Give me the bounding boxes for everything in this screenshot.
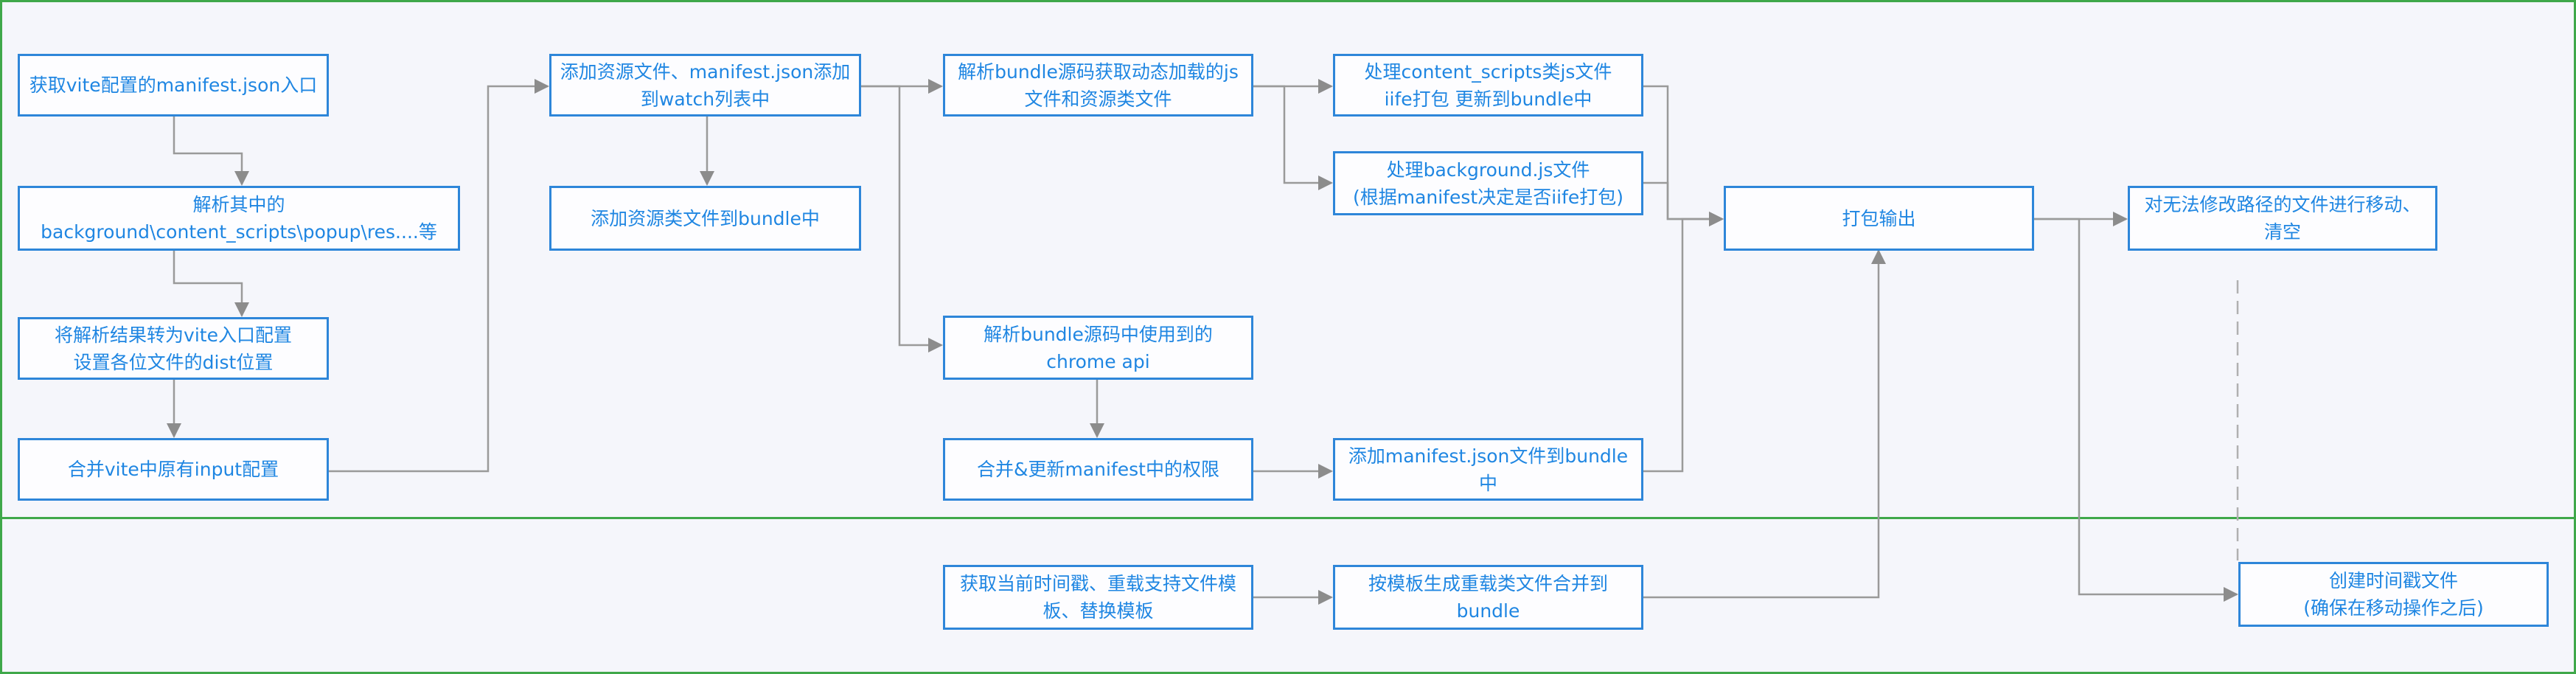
edge-background-to-pack — [1643, 181, 1724, 226]
node-parse-entries: 解析其中的 background\content_scripts\popup\r… — [18, 186, 460, 251]
edge-content-scripts-to-pack — [1643, 85, 1724, 226]
node-background: 处理background.js文件 (根据manifest决定是否iife打包) — [1333, 151, 1643, 215]
node-merge-input: 合并vite中原有input配置 — [18, 438, 329, 501]
edge-pack-to-create-timestamp — [2034, 218, 2238, 602]
edge-parse-entries-to-vite-input — [173, 251, 249, 317]
edge-gen-reload-to-pack — [1643, 249, 1886, 599]
edge-parse-dynamic-to-background — [1253, 85, 1333, 190]
swimlane-reload — [0, 517, 2576, 674]
node-add-watch: 添加资源文件、manifest.json添加 到watch列表中 — [549, 54, 861, 117]
node-get-manifest: 获取vite配置的manifest.json入口 — [18, 54, 329, 117]
node-parse-chrome-api: 解析bundle源码中使用到的 chrome api — [943, 316, 1253, 380]
node-create-timestamp: 创建时间戳文件 (确保在移动操作之后) — [2238, 562, 2549, 627]
node-add-manifest: 添加manifest.json文件到bundle中 — [1333, 438, 1643, 501]
node-vite-input-config: 将解析结果转为vite入口配置 设置各位文件的dist位置 — [18, 317, 329, 380]
node-get-timestamp: 获取当前时间戳、重载支持文件模 板、替换模板 — [943, 565, 1253, 630]
node-merge-permissions: 合并&更新manifest中的权限 — [943, 438, 1253, 501]
node-move-files: 对无法修改路径的文件进行移动、 清空 — [2128, 186, 2437, 251]
edge-merge-input-to-add-watch — [329, 79, 549, 473]
edge-get-manifest-to-parse-entries — [173, 117, 249, 186]
node-parse-dynamic: 解析bundle源码获取动态加载的js 文件和资源类文件 — [943, 54, 1253, 117]
node-add-res-bundle: 添加资源类文件到bundle中 — [549, 186, 861, 251]
node-gen-reload: 按模板生成重载类文件合并到 bundle — [1333, 565, 1643, 630]
node-content-scripts: 处理content_scripts类js文件 iife打包 更新到bundle中 — [1333, 54, 1643, 117]
edge-add-manifest-to-pack — [1643, 212, 1724, 473]
edge-add-watch-to-chrome-api — [861, 85, 943, 352]
node-pack-output: 打包输出 — [1724, 186, 2034, 251]
